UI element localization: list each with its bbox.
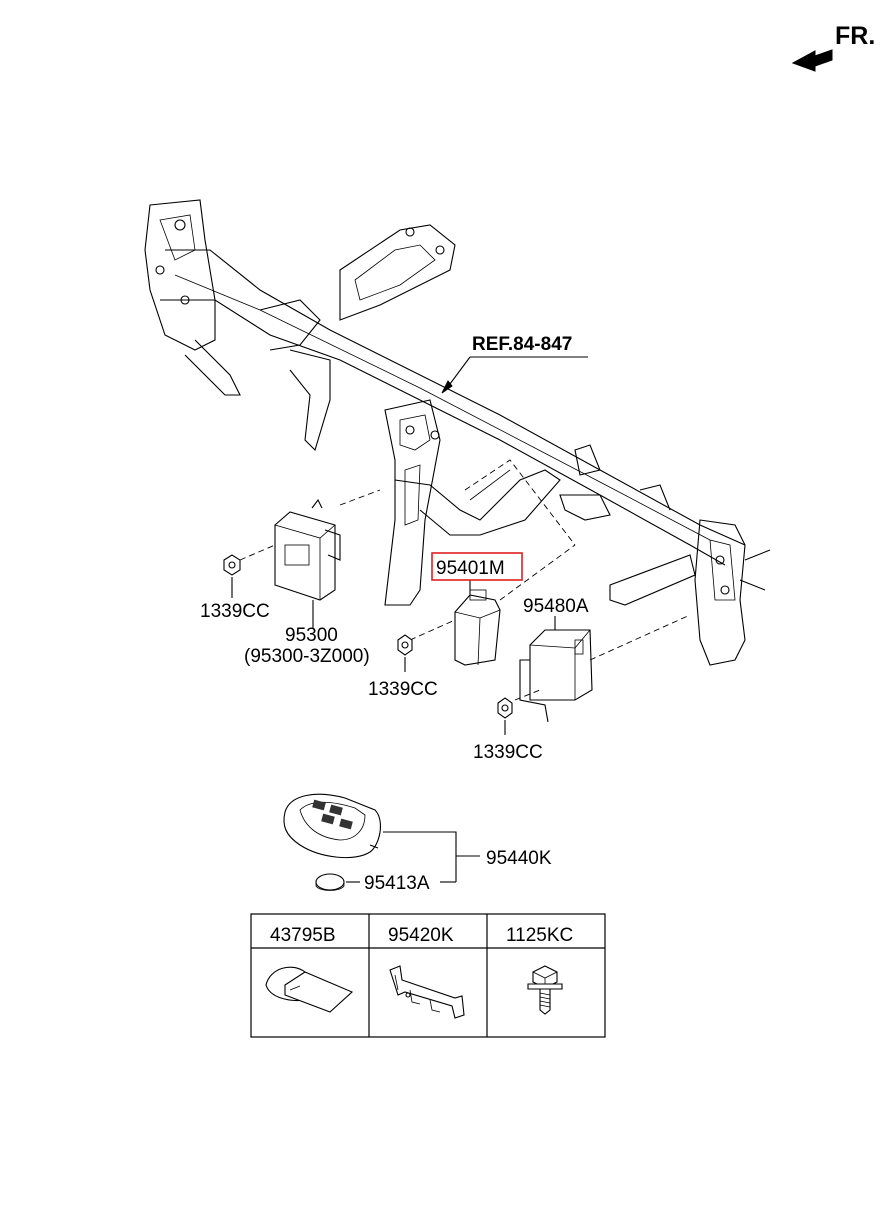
nut-left [223,554,241,598]
module-95401m [409,544,576,666]
reference-callout: REF.84-847 [441,334,588,394]
bracket-icon [389,965,465,1019]
parts-table-header-3: 1125KC [506,925,573,946]
smart-key-fob [283,793,381,859]
reference-label: REF.84-847 [472,334,572,355]
front-direction-indicator: FR. [791,22,875,72]
parts-table-header-1: 43795B [270,925,336,946]
cowl-crossbar-frame [144,199,771,666]
parts-table: 43795B 95420K 1125KC [250,913,606,1038]
nut-left-label: 1339CC [200,601,270,622]
smart-key-label: 95440K [486,848,552,869]
front-direction-arrow-icon [791,49,833,72]
module-95300 [239,489,381,628]
battery-label: 95413A [364,873,430,894]
nut-center [397,634,413,672]
nut-right [497,697,513,735]
label-tag-icon [265,966,354,1013]
coin-battery [315,873,345,891]
bolt-icon [527,965,563,1015]
front-direction-label: FR. [835,22,875,50]
nut-right-label: 1339CC [473,742,543,763]
module-95300-label: 95300 [285,625,338,646]
module-95480a-label: 95480A [523,596,589,617]
smart-key-leader [383,831,480,883]
module-95480a [514,614,691,723]
module-95401m-label: 95401M [436,558,505,579]
module-95300-alt-label: (95300-3Z000) [244,646,370,667]
nut-center-label: 1339CC [368,679,438,700]
parts-table-header-2: 95420K [388,925,454,946]
module-95401m-highlight-box [431,552,523,581]
